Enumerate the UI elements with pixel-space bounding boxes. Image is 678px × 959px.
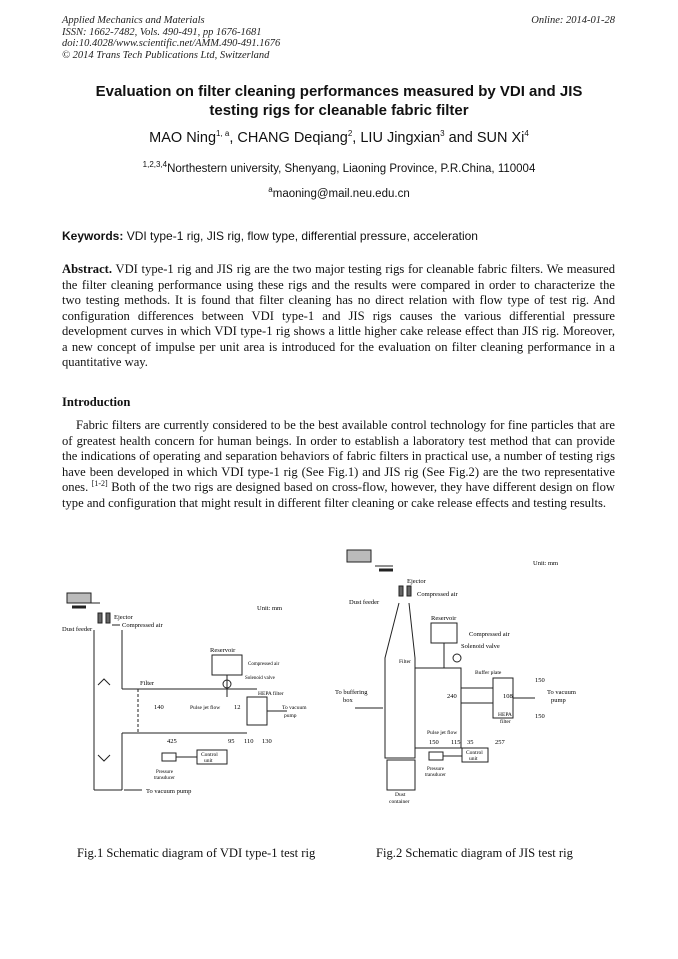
author-1: MAO Ning [149,130,217,146]
fig1-hepa-label: HEPA filter [258,690,284,697]
fig1-dim-425: 425 [167,738,177,745]
fig1-compressed-air-2-label: Compressed air [248,662,280,667]
fig2-control-label: Control [466,750,483,756]
fig2-container-label: container [389,799,410,805]
fig1-vacuum-label: To vacuum [282,705,307,711]
fig2-unit-label: Unit: mm [533,560,558,567]
fig2-hepa-label: HEPA [498,712,512,718]
fig1-to-vacuum-pump: To vacuum pump [146,788,191,795]
fig2-dim-150-b: 150 [535,713,545,720]
fig1-dim-140: 140 [154,704,164,711]
author-2: , CHANG Deqiang [229,130,348,146]
fig1-dim-110: 110 [244,738,254,745]
fig2-dim-150-c: 150 [429,739,439,746]
figure-2-jis-schematic: Unit: mm Ejector Compressed air Dust fee… [335,549,576,805]
author-3: , LIU Jingxian [352,130,441,146]
fig1-pulse-label: Pulse jet flow [190,704,220,711]
fig2-to-buffering-label: To buffering [335,689,368,696]
fig2-dim-257: 257 [495,739,506,746]
fig2-compressed-air-2-label: Compressed air [469,631,510,638]
fig2-dust-label: Dust [395,792,406,798]
author-4: and SUN Xi [444,130,525,146]
fig2-unit-text: unit [469,756,478,762]
fig1-dust-feeder-label: Dust feeder [62,626,93,633]
keywords: Keywords: VDI type-1 rig, JIS rig, flow … [62,229,617,243]
introduction-heading: Introduction [62,395,131,409]
authors: MAO Ning1, a, CHANG Deqiang2, LIU Jingxi… [40,130,638,146]
title-line-1: Evaluation on filter cleaning performanc… [95,83,583,100]
intro-text-1: Fabric filters are currently considered … [62,418,615,494]
fig2-transducer-label: transducer [425,773,446,778]
figure-2-caption: Fig.2 Schematic diagram of JIS test rig [376,846,573,860]
copyright: © 2014 Trans Tech Publications Ltd, Swit… [62,49,270,61]
fig2-pump-label: pump [551,697,566,704]
fig1-dim-95: 95 [228,738,235,745]
fig2-dim-108: 108 [503,693,513,700]
fig2-pt-label: Pressure [427,767,445,772]
fig2-box-label: box [343,697,354,704]
figure-1-caption: Fig.1 Schematic diagram of VDI type-1 te… [77,846,316,860]
abstract: Abstract. VDI type-1 rig and JIS rig are… [62,262,615,371]
author-4-sup: 4 [524,129,529,139]
figure-1-vdi-schematic: Unit: mm Ejector Compressed air Dust fee… [62,592,307,795]
fig1-filter-label: Filter [140,680,155,687]
keywords-label: Keywords: [62,229,124,243]
fig1-transducer-label: transducer [154,776,175,781]
email: amaoning@mail.neu.edu.cn [40,185,638,200]
fig2-pulse-label: Pulse jet flow [427,729,457,736]
doi: doi:10.4028/www.scientific.net/AMM.490-4… [62,38,281,49]
fig2-dim-240: 240 [447,693,457,700]
affiliation-text: Northestern university, Shenyang, Liaoni… [167,163,536,175]
fig2-buffer-plate-label: Buffer plate [475,669,502,676]
fig2-to-vacuum-label: To vacuum [547,689,576,696]
fig1-compressed-air-label: Compressed air [122,622,163,629]
title-line-2: testing rigs for cleanable fabric filter [209,102,469,119]
fig2-dim-150-a: 150 [535,677,545,684]
fig2-solenoid-label: Solenoid valve [461,643,500,650]
citation: [1-2] [91,478,108,488]
fig1-unit-text: unit [204,758,213,764]
introduction-paragraph: Fabric filters are currently considered … [62,418,615,511]
fig2-filter-label: Filter [399,659,411,665]
fig1-unit-label: Unit: mm [257,605,282,612]
fig2-reservoir-label: Reservoir [431,615,457,622]
online-date: Online: 2014-01-28 [531,15,615,26]
author-1-sup: 1, a [216,129,230,139]
fig1-reservoir-label: Reservoir [210,647,236,654]
affiliation-sup: 1,2,3,4 [142,160,168,170]
fig2-dim-115: 115 [451,739,461,746]
affiliation: 1,2,3,4Northestern university, Shenyang,… [40,160,638,175]
fig2-ejector-label: Ejector [407,578,427,585]
fig2-dim-35: 35 [467,739,474,746]
fig1-dim-12: 12 [234,704,241,711]
fig1-pt-label: Pressure [156,770,174,775]
fig2-dust-feeder-label: Dust feeder [349,599,380,606]
keywords-text: VDI type-1 rig, JIS rig, flow type, diff… [123,229,478,243]
email-sup: a [268,185,273,195]
abstract-label: Abstract. [62,262,113,276]
abstract-text: VDI type-1 rig and JIS rig are the two m… [62,262,615,369]
journal-header: Applied Mechanics and Materials ISSN: 16… [62,15,280,61]
fig1-ejector-label: Ejector [114,614,134,621]
email-text: maoning@mail.neu.edu.cn [272,188,410,200]
intro-text-2: Both of the two rigs are designed based … [62,480,615,510]
fig1-dim-130: 130 [262,738,272,745]
fig2-filter-2-label: filter [500,718,511,725]
fig1-pump-label: pump [284,713,297,719]
fig1-solenoid-label: Solenoid valve [245,676,276,681]
fig1-control-label: Control [201,752,218,758]
issn: ISSN: 1662-7482, Vols. 490-491, pp 1676-… [62,26,262,38]
fig2-compressed-air-label: Compressed air [417,591,458,598]
journal-name: Applied Mechanics and Materials [62,15,205,26]
author-3-sup: 3 [440,129,445,139]
author-2-sup: 2 [347,129,353,139]
paper-title: Evaluation on filter cleaning performanc… [40,82,638,120]
